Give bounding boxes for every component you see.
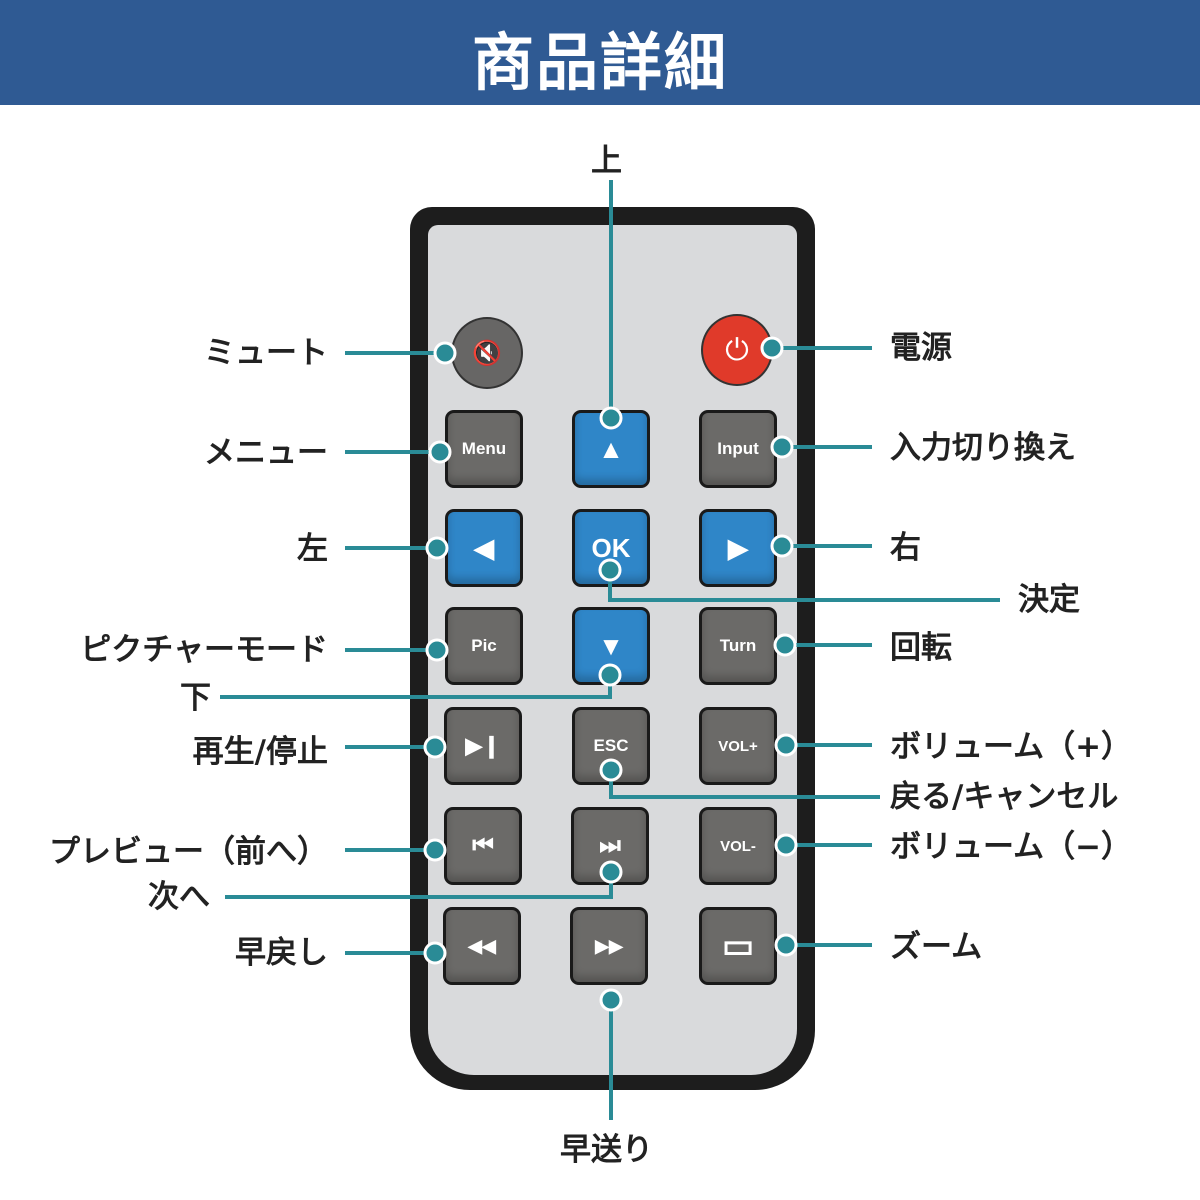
callout-dot: [423, 941, 447, 965]
callout-dot: [423, 735, 447, 759]
rewind-button[interactable]: ◀◀: [446, 910, 518, 982]
label-previous: プレビュー（前へ）: [49, 834, 328, 870]
mute-button[interactable]: 🔇: [453, 319, 521, 387]
page-title: 商品詳細: [471, 26, 728, 99]
menu-label: Menu: [461, 439, 507, 458]
input-label: Input: [717, 439, 759, 458]
ok-label: OK: [591, 532, 631, 563]
zoom-button[interactable]: ▭: [702, 910, 774, 982]
label-next: 次へ: [148, 879, 210, 915]
skip-back-icon: ⏮: [472, 832, 494, 859]
label-fast-forward: 早送り: [560, 1132, 653, 1168]
vol-up-button[interactable]: VOL+: [702, 710, 774, 782]
callout-dot: [423, 838, 447, 862]
mute-icon: 🔇: [472, 339, 502, 367]
power-icon: ⏻: [725, 332, 749, 368]
pic-label: Pic: [471, 636, 497, 655]
vol-down-button[interactable]: VOL-: [702, 810, 774, 882]
right-arrow-icon: ▶: [728, 532, 748, 563]
label-vol-down: ボリューム（−）: [890, 829, 1133, 865]
pic-button[interactable]: Pic: [448, 610, 520, 682]
callout-dot: [770, 534, 794, 558]
callout-dot: [425, 536, 449, 560]
power-button[interactable]: ⏻: [703, 316, 771, 384]
label-pic: ピクチャーモード: [80, 632, 328, 668]
fast-forward-icon: ▶▶: [595, 935, 623, 956]
callout-dot: [425, 638, 449, 662]
label-esc: 戻る/キャンセル: [890, 779, 1119, 815]
play-pause-icon: ▶❙: [465, 733, 501, 758]
label-left: 左: [297, 531, 328, 567]
vol-down-label: VOL-: [720, 837, 756, 855]
label-turn: 回転: [890, 630, 952, 666]
down-arrow-icon: ▼: [598, 630, 624, 661]
play-pause-button[interactable]: ▶❙: [447, 710, 519, 782]
label-up: 上: [591, 143, 622, 179]
callout-dot: [760, 336, 784, 360]
callout-dot: [599, 860, 623, 884]
rewind-icon: ◀◀: [468, 935, 496, 956]
callout-dot: [433, 341, 457, 365]
callout-dot: [428, 440, 452, 464]
label-vol-up: ボリューム（+）: [890, 729, 1133, 765]
label-play-pause: 再生/停止: [192, 734, 328, 770]
monitor-icon: ▭: [721, 927, 755, 965]
label-ok: 決定: [1018, 582, 1080, 618]
callout-dot: [774, 833, 798, 857]
label-right: 右: [890, 530, 921, 566]
fast-forward-button[interactable]: ▶▶: [573, 910, 645, 982]
previous-button[interactable]: ⏮: [447, 810, 519, 882]
callout-dot: [774, 933, 798, 957]
label-down: 下: [180, 680, 211, 716]
callout-dot: [770, 435, 794, 459]
label-power: 電源: [890, 330, 952, 366]
callout-dot: [598, 558, 622, 582]
label-input: 入力切り換え: [890, 430, 1076, 466]
label-menu: メニュー: [204, 435, 328, 471]
turn-button[interactable]: Turn: [702, 610, 774, 682]
callout-dot: [599, 406, 623, 430]
skip-forward-icon: ⏭: [599, 832, 621, 859]
label-zoom: ズーム: [890, 929, 983, 965]
up-arrow-icon: ▲: [598, 433, 624, 464]
left-arrow-icon: ◀: [474, 532, 494, 563]
label-mute: ミュート: [204, 335, 328, 371]
callout-dot: [598, 663, 622, 687]
esc-label: ESC: [593, 736, 629, 755]
header-bar: 商品詳細: [0, 0, 1200, 105]
callout-dot: [773, 633, 797, 657]
vol-up-label: VOL+: [718, 737, 758, 755]
callout-dot: [599, 988, 623, 1012]
right-button[interactable]: ▶: [702, 512, 774, 584]
callout-dot: [599, 758, 623, 782]
input-button[interactable]: Input: [702, 413, 774, 485]
menu-button[interactable]: Menu: [448, 413, 520, 485]
label-rewind: 早戻し: [235, 935, 328, 971]
callout-dot: [774, 733, 798, 757]
left-button[interactable]: ◀: [448, 512, 520, 584]
turn-label: Turn: [719, 636, 757, 655]
